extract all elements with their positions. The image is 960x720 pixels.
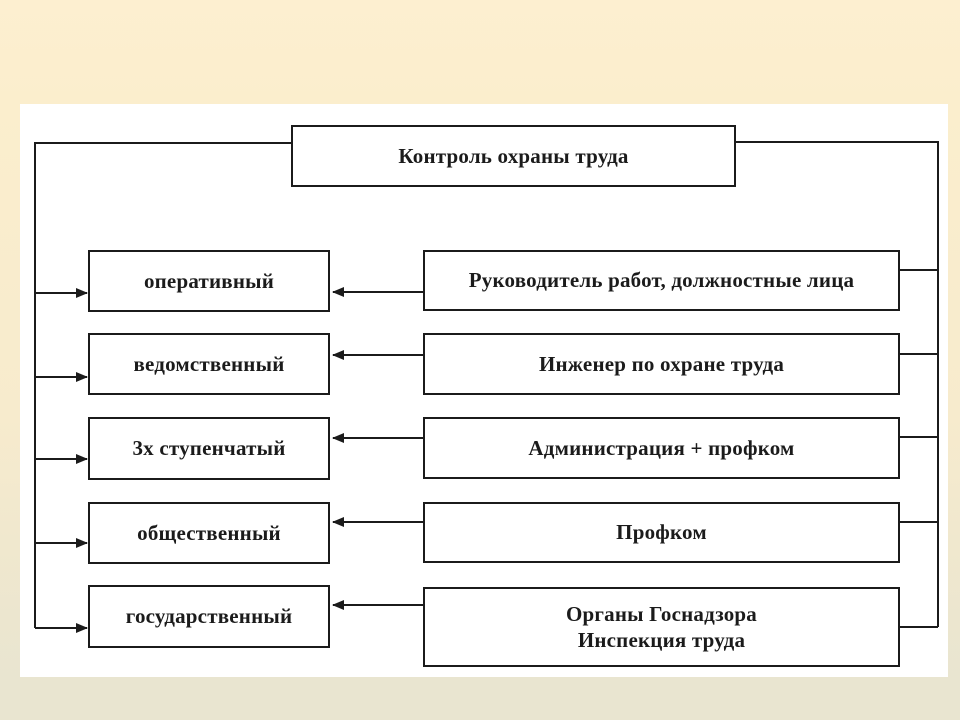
box-control-type-departmental: ведомственный [88,333,330,395]
box-performer-safety-engineer: Инженер по охране труда [423,333,900,395]
control-type-label: ведомственный [133,351,285,376]
performer-label-line1: Органы Госнадзора [565,601,757,626]
box-control-type-state: государственный [88,585,330,648]
box-control-type-public: общественный [88,502,330,564]
performer-label: Инженер по охране труда [538,351,785,376]
control-type-label: общественный [137,520,281,545]
diagram-title: Контроль охраны труда [398,143,629,168]
performer-label: Руководитель работ, должностные лица [468,268,855,293]
box-control-type-three-stage: 3х ступенчатый [88,417,330,480]
control-type-label: 3х ступенчатый [132,436,286,461]
performer-label: Профком [616,520,707,545]
box-performer-state-supervision: Органы Госнадзора Инспекция труда [423,587,900,667]
control-type-label: оперативный [143,268,275,293]
box-control-type-operative: оперативный [88,250,330,312]
control-type-label: государственный [125,604,293,629]
box-performer-work-supervisor: Руководитель работ, должностные лица [423,250,900,311]
performer-label-line2: Инспекция труда [577,628,746,652]
box-performer-administration-trade-union: Администрация + профком [423,417,900,479]
box-performer-trade-union: Профком [423,502,900,563]
performer-label: Администрация + профком [528,435,795,460]
title-box: Контроль охраны труда [291,125,736,187]
